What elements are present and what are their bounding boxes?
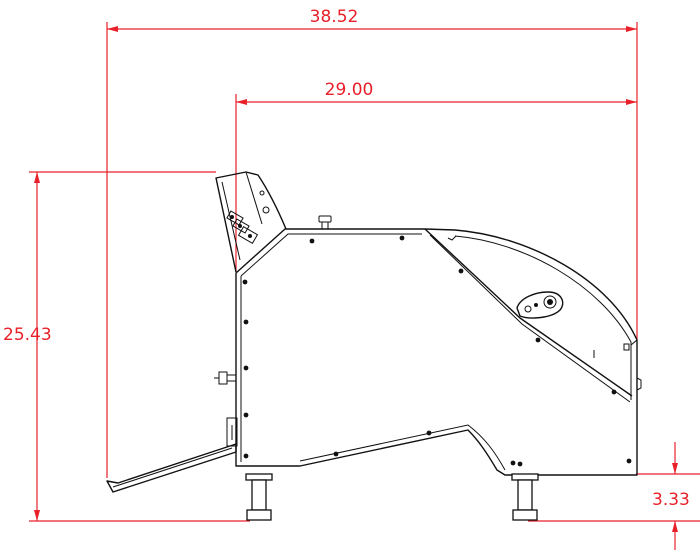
latch-line bbox=[630, 339, 638, 346]
hopper-inner-line-2 bbox=[245, 171, 263, 225]
arrow-bottom bbox=[34, 510, 40, 521]
arrow-right bbox=[626, 26, 637, 32]
foot-right bbox=[511, 473, 539, 521]
foot-left bbox=[245, 473, 273, 521]
side-knob bbox=[214, 371, 237, 385]
top-hinge bbox=[447, 235, 457, 241]
arrow-left bbox=[107, 26, 118, 32]
hopper-bolt-2 bbox=[259, 190, 265, 196]
hopper-bolt bbox=[262, 206, 270, 214]
output-tray bbox=[106, 417, 238, 493]
hopper-inner-line bbox=[221, 181, 241, 261]
arrow-foot-top bbox=[672, 463, 678, 474]
machine-outline bbox=[106, 171, 642, 521]
housing-inner-edge bbox=[240, 233, 422, 277]
internal-diagonal-panel bbox=[424, 228, 633, 397]
arrow-body-right bbox=[626, 99, 637, 105]
arrow-top bbox=[34, 172, 40, 183]
foot-height-label: 3.33 bbox=[652, 490, 690, 510]
body-width-label: 29.00 bbox=[325, 80, 374, 100]
top-hopper bbox=[215, 171, 287, 273]
tray-bracket bbox=[226, 417, 238, 447]
main-housing bbox=[235, 228, 638, 476]
arrow-body-left bbox=[236, 99, 247, 105]
internal-diagonal-panel-inner bbox=[429, 234, 631, 403]
right-clip bbox=[636, 377, 642, 391]
dimension-overall-height: 25.43 bbox=[3, 171, 250, 522]
latch bbox=[623, 343, 630, 351]
hopper-control-assembly bbox=[226, 210, 259, 245]
drum-cover-inner bbox=[454, 235, 632, 400]
bottom-arch-inner bbox=[299, 424, 506, 471]
dimension-overall-width: 38.52 bbox=[106, 7, 638, 478]
arrow-foot-bottom bbox=[672, 521, 678, 532]
top-knob bbox=[318, 215, 332, 230]
overall-width-label: 38.52 bbox=[310, 7, 359, 27]
overall-height-label: 25.43 bbox=[3, 325, 52, 345]
dimension-foot-height: 3.33 bbox=[528, 442, 700, 550]
dimension-body-width: 29.00 bbox=[235, 80, 637, 272]
drum-handle bbox=[516, 291, 564, 319]
rivets bbox=[242, 235, 632, 467]
